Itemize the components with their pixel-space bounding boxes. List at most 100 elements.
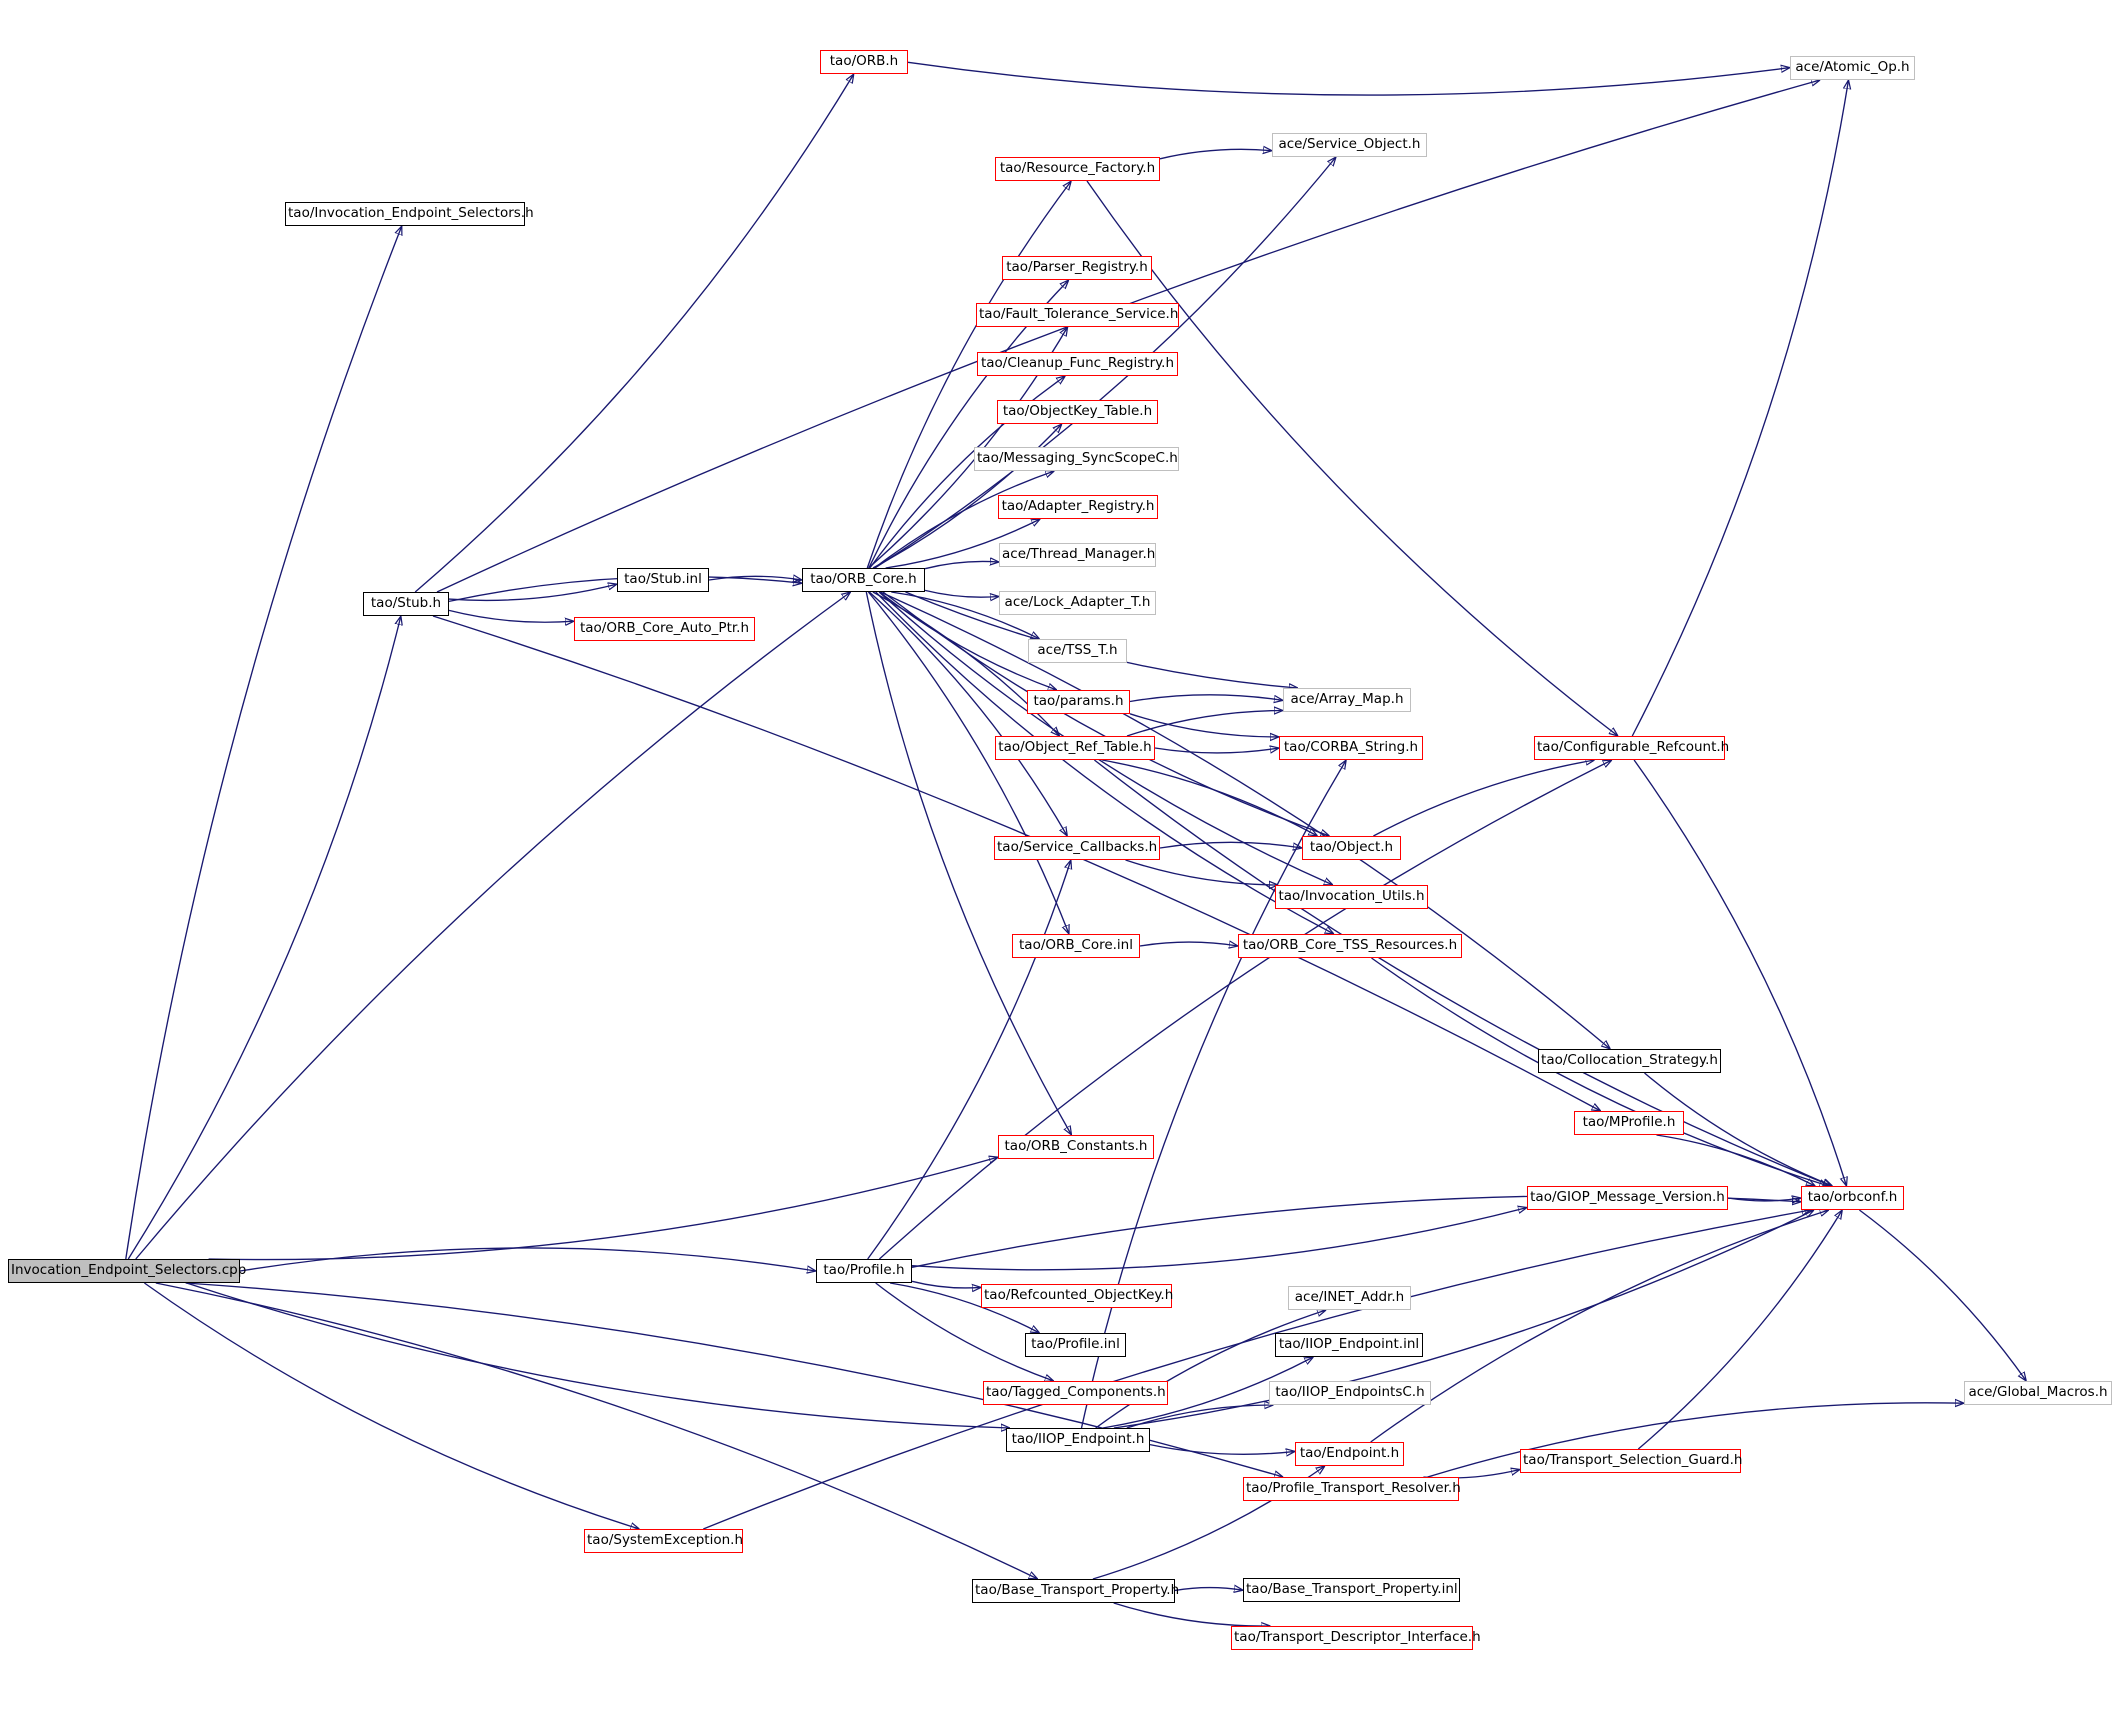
node-endpoint[interactable]: tao/Endpoint.h [1295, 1442, 1404, 1466]
node-profile[interactable]: tao/Profile.h [816, 1259, 912, 1283]
node-ies_h[interactable]: tao/Invocation_Endpoint_Selectors.h [285, 202, 534, 226]
node-refcnt[interactable]: tao/Refcounted_ObjectKey.h [981, 1284, 1173, 1308]
edge-profile-to-profinl [889, 1282, 1040, 1333]
node-thrmgr[interactable]: ace/Thread_Manager.h [999, 543, 1156, 567]
node-iiopc[interactable]: tao/IIOP_EndpointsC.h [1269, 1381, 1431, 1405]
edge-profile-to-refcnt [911, 1280, 981, 1288]
edge-root-to-orbcore [135, 592, 851, 1260]
edge-orbcoreinl-to-tssres [1139, 942, 1238, 946]
edge-resfac-to-confref [1086, 180, 1618, 736]
node-adapter[interactable]: tao/Adapter_Registry.h [998, 495, 1158, 519]
edge-svccb-to-object [1159, 841, 1302, 848]
node-cleanup[interactable]: tao/Cleanup_Func_Registry.h [977, 352, 1178, 376]
node-iiop[interactable]: tao/IIOP_Endpoint.h [1006, 1428, 1150, 1452]
node-btp[interactable]: tao/Base_Transport_Property.h [972, 1579, 1179, 1603]
edge-orbcore-to-tss [891, 591, 1039, 639]
edge-sysexc-to-orbconf [703, 1210, 1811, 1530]
node-btpinl[interactable]: tao/Base_Transport_Property.inl [1243, 1578, 1460, 1602]
node-autoptr[interactable]: tao/ORB_Core_Auto_Ptr.h [574, 617, 755, 641]
edge-iiop-to-iiopinl [1102, 1357, 1314, 1429]
edge-object-to-confref [1373, 760, 1594, 837]
edge-root-to-sysexc [144, 1282, 639, 1529]
edge-objref-to-arrmap [1126, 711, 1283, 737]
node-tagged[interactable]: tao/Tagged_Components.h [983, 1381, 1168, 1405]
node-objkey[interactable]: tao/ObjectKey_Table.h [997, 400, 1158, 424]
edge-iiop-to-orbconf [1113, 1210, 1814, 1429]
edge-resfac-to-svcobj [1159, 149, 1272, 160]
node-stubinl[interactable]: tao/Stub.inl [617, 568, 709, 592]
edge-stub-to-mprofile [432, 615, 1601, 1111]
node-stub[interactable]: tao/Stub.h [363, 592, 449, 616]
edge-objref-to-object [1102, 759, 1317, 836]
node-params[interactable]: tao/params.h [1027, 690, 1130, 714]
edge-orbcore-to-msgsync [874, 471, 1055, 569]
edge-orbconf-to-globmac [1858, 1209, 2026, 1381]
node-invutils[interactable]: tao/Invocation_Utils.h [1275, 885, 1428, 909]
node-orbconst[interactable]: tao/ORB_Constants.h [998, 1135, 1154, 1159]
node-orbcore[interactable]: tao/ORB_Core.h [802, 568, 925, 592]
edge-confref-to-atomic [1631, 80, 1848, 737]
edge-profile-to-giop [911, 1208, 1527, 1271]
node-tss[interactable]: ace/TSS_T.h [1028, 639, 1127, 663]
node-tssres[interactable]: tao/ORB_Core_TSS_Resources.h [1238, 934, 1462, 958]
node-root[interactable]: Invocation_Endpoint_Selectors.cpp [8, 1259, 246, 1283]
node-fault[interactable]: tao/Fault_Tolerance_Service.h [976, 303, 1179, 327]
node-svcobj[interactable]: ace/Service_Object.h [1272, 133, 1427, 157]
edge-orbcore-to-colloc [880, 591, 1610, 1049]
edge-iiop-to-endpoint [1149, 1443, 1295, 1455]
node-arrmap[interactable]: ace/Array_Map.h [1283, 688, 1411, 712]
node-parser[interactable]: tao/Parser_Registry.h [1002, 256, 1152, 280]
edge-profile-to-svccb [867, 860, 1071, 1260]
node-giop[interactable]: tao/GIOP_Message_Version.h [1527, 1186, 1728, 1210]
node-orb_h[interactable]: tao/ORB.h [820, 50, 908, 74]
edge-orbcore-to-lockad [924, 589, 999, 597]
edge-iiop-to-inet [1095, 1310, 1326, 1429]
edge-tsg-to-orbconf [1637, 1210, 1842, 1450]
edge-stubinl-to-orbcore [708, 576, 802, 580]
node-orbconf[interactable]: tao/orbconf.h [1801, 1186, 1904, 1210]
node-msgsync[interactable]: tao/Messaging_SyncScopeC.h [974, 447, 1179, 471]
edge-iiop-to-corbastr [1080, 760, 1347, 1429]
node-globmac[interactable]: ace/Global_Macros.h [1964, 1381, 2112, 1405]
node-sysexc[interactable]: tao/SystemException.h [584, 1529, 743, 1553]
edge-btp-to-tdi [1113, 1602, 1271, 1626]
edge-root-to-stub [127, 616, 401, 1260]
node-objref[interactable]: tao/Object_Ref_Table.h [995, 736, 1155, 760]
edge-orbcore-to-object [882, 591, 1329, 836]
node-iiopinl[interactable]: tao/IIOP_Endpoint.inl [1275, 1333, 1423, 1357]
node-resfac[interactable]: tao/Resource_Factory.h [995, 157, 1160, 181]
node-ptr[interactable]: tao/Profile_Transport_Resolver.h [1243, 1477, 1461, 1501]
edge-svccb-to-invutils [1125, 859, 1279, 885]
edge-orbcore-to-tssres [875, 591, 1334, 934]
node-corbastr[interactable]: tao/CORBA_String.h [1279, 736, 1423, 760]
edge-colloc-to-orbconf [1644, 1072, 1833, 1187]
edge-orbcore-to-cleanup [869, 376, 1066, 569]
edge-confref-to-orbconf [1633, 759, 1846, 1186]
edge-stub-to-stubinl [448, 584, 617, 602]
edge-orb_h-to-atomic [907, 61, 1790, 96]
edge-orbcore-to-svccb [868, 591, 1067, 836]
edge-objref-to-corbastr [1154, 748, 1279, 753]
node-confref[interactable]: tao/Configurable_Refcount.h [1534, 736, 1729, 760]
edge-ptr-to-globmac [1427, 1403, 1964, 1478]
node-tdi[interactable]: tao/Transport_Descriptor_Interface.h [1231, 1626, 1481, 1650]
node-atomic[interactable]: ace/Atomic_Op.h [1790, 56, 1915, 80]
edge-stub-to-orb_h [414, 74, 854, 593]
node-inet[interactable]: ace/INET_Addr.h [1288, 1286, 1411, 1310]
node-colloc[interactable]: tao/Collocation_Strategy.h [1538, 1049, 1721, 1073]
edge-root-to-ies_h [125, 226, 402, 1260]
edge-root-to-btp [155, 1282, 1038, 1579]
edge-root-to-orbconst [208, 1157, 998, 1261]
node-mprofile[interactable]: tao/MProfile.h [1574, 1111, 1684, 1135]
node-lockad[interactable]: ace/Lock_Adapter_T.h [999, 591, 1156, 615]
edge-params-to-arrmap [1129, 694, 1283, 702]
node-profinl[interactable]: tao/Profile.inl [1025, 1333, 1126, 1357]
edge-tssres-to-orbconf [1371, 957, 1829, 1186]
node-svccb[interactable]: tao/Service_Callbacks.h [994, 836, 1160, 860]
node-tsg[interactable]: tao/Transport_Selection_Guard.h [1520, 1449, 1742, 1473]
edge-orbcore-to-resfac [866, 181, 1071, 569]
edge-orbcore-to-orbcoreinl [867, 591, 1069, 934]
node-orbcoreinl[interactable]: tao/ORB_Core.inl [1012, 934, 1140, 958]
edge-mprofile-to-orbconf [1656, 1134, 1816, 1186]
node-object[interactable]: tao/Object.h [1302, 836, 1401, 860]
